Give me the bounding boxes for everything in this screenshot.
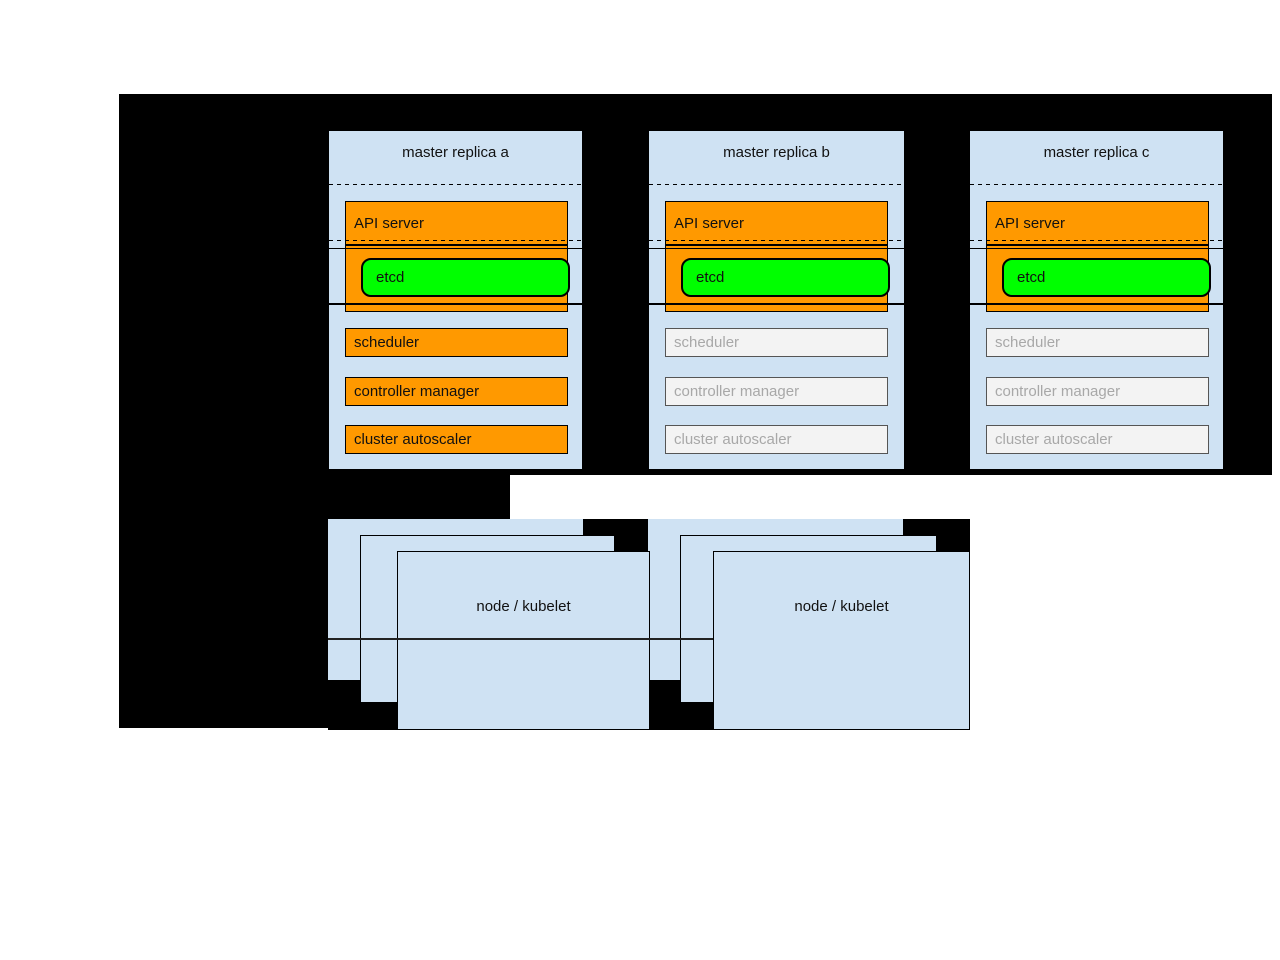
controller-manager-box: controller manager — [345, 377, 568, 406]
scheduler-box: scheduler — [345, 328, 568, 357]
etcd-wrapper-box: etcd — [345, 245, 570, 312]
etcd-label: etcd — [1017, 269, 1046, 286]
etcd-top-connector-line — [649, 248, 904, 249]
etcd-label: etcd — [376, 269, 405, 286]
master-title: master replica c — [1043, 144, 1150, 161]
cluster-autoscaler-box: cluster autoscaler — [665, 425, 888, 454]
etcd-bottom-connector-line — [329, 303, 582, 305]
etcd-box: etcd — [1002, 258, 1211, 297]
node-card-front: node / kubelet — [397, 551, 650, 730]
scheduler-label: scheduler — [995, 334, 1061, 351]
etcd-bottom-connector-line — [970, 303, 1223, 305]
scheduler-label: scheduler — [354, 334, 420, 351]
scheduler-label: scheduler — [674, 334, 740, 351]
master-replica-c: master replica c API server etcd schedul… — [969, 130, 1224, 470]
api-divider-dashed-line — [649, 240, 904, 241]
master-replica-b: master replica b API server etcd schedul… — [648, 130, 905, 470]
etcd-bottom-connector-line — [649, 303, 904, 305]
etcd-box: etcd — [681, 258, 890, 297]
api-server-box: API server — [986, 201, 1209, 245]
master-title: master replica b — [723, 144, 830, 161]
title-divider-dashed-line — [970, 184, 1223, 185]
cluster-autoscaler-box: cluster autoscaler — [986, 425, 1209, 454]
title-divider-dashed-line — [649, 184, 904, 185]
node-kubelet-label: node / kubelet — [476, 598, 571, 615]
scheduler-box: scheduler — [986, 328, 1209, 357]
api-server-box: API server — [665, 201, 888, 245]
etcd-box: etcd — [361, 258, 570, 297]
etcd-wrapper-box: etcd — [986, 245, 1211, 312]
cluster-autoscaler-label: cluster autoscaler — [674, 431, 792, 448]
master-title: master replica a — [402, 144, 509, 161]
api-divider-dashed-line — [970, 240, 1223, 241]
api-server-box: API server — [345, 201, 568, 245]
api-divider-dashed-line — [329, 240, 582, 241]
scheduler-box: scheduler — [665, 328, 888, 357]
controller-manager-label: controller manager — [995, 383, 1121, 400]
node-kubelet-label: node / kubelet — [794, 598, 889, 615]
api-server-label: API server — [995, 214, 1066, 232]
node-connector-line — [328, 638, 713, 640]
etcd-top-connector-line — [970, 248, 1223, 249]
api-server-label: API server — [674, 214, 745, 232]
etcd-top-connector-line — [329, 248, 582, 249]
etcd-label: etcd — [696, 269, 725, 286]
node-card-front: node / kubelet — [713, 551, 970, 730]
controller-manager-box: controller manager — [986, 377, 1209, 406]
master-replica-a: master replica a API server etcd schedul… — [328, 130, 583, 470]
controller-manager-label: controller manager — [354, 383, 480, 400]
controller-manager-box: controller manager — [665, 377, 888, 406]
title-divider-dashed-line — [329, 184, 582, 185]
cluster-autoscaler-box: cluster autoscaler — [345, 425, 568, 454]
controller-manager-label: controller manager — [674, 383, 800, 400]
etcd-wrapper-box: etcd — [665, 245, 890, 312]
api-server-label: API server — [354, 214, 425, 232]
cluster-autoscaler-label: cluster autoscaler — [354, 431, 472, 448]
cluster-autoscaler-label: cluster autoscaler — [995, 431, 1113, 448]
